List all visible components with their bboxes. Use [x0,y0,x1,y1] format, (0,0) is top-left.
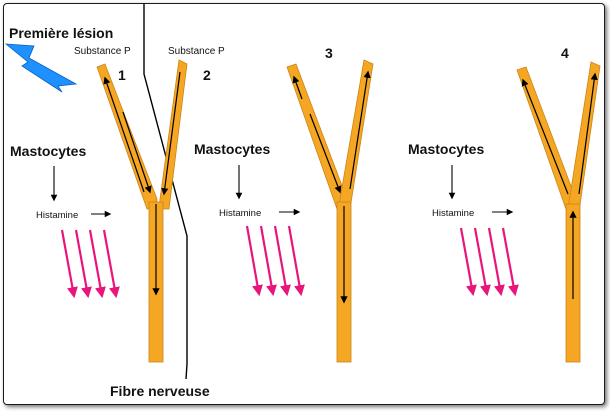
substance-p-label-2: Substance P [168,46,225,57]
divider-line [143,4,188,380]
mastocytes-label-1: Mastocytes [10,143,86,159]
fiber-4-arrows [521,72,598,299]
histamine-arrows-1 [60,229,120,299]
fiber-3-arrows [292,70,371,304]
mastocyte-arrows [50,165,514,218]
fiber-4 [516,61,601,363]
fiber-3 [286,59,374,363]
substance-p-label-1: Substance P [74,46,131,57]
nerve-fiber-label: Fibre nerveuse [110,383,210,399]
histamine-label-3: Histamine [219,208,261,219]
lightning-icon [4,43,78,93]
panel-number-3: 3 [325,45,333,61]
panel-number-4: 4 [561,45,569,61]
panel-number-1: 1 [118,67,126,83]
histamine-label-4: Histamine [432,208,474,219]
first-lesion-label: Première lésion [9,25,113,41]
diagram-canvas: Première lésion Substance P Substance P … [4,4,601,399]
fiber-1 [96,59,188,363]
histamine-arrows-3 [245,225,305,297]
diagram-frame: Première lésion Substance P Substance P … [3,3,605,405]
histamine-arrows-4 [459,227,519,297]
mastocytes-label-3: Mastocytes [194,141,270,157]
panel-number-2: 2 [203,67,211,83]
histamine-label-1: Histamine [36,210,78,221]
mastocytes-label-4: Mastocytes [408,141,484,157]
fiber-1-arrows [103,71,181,296]
